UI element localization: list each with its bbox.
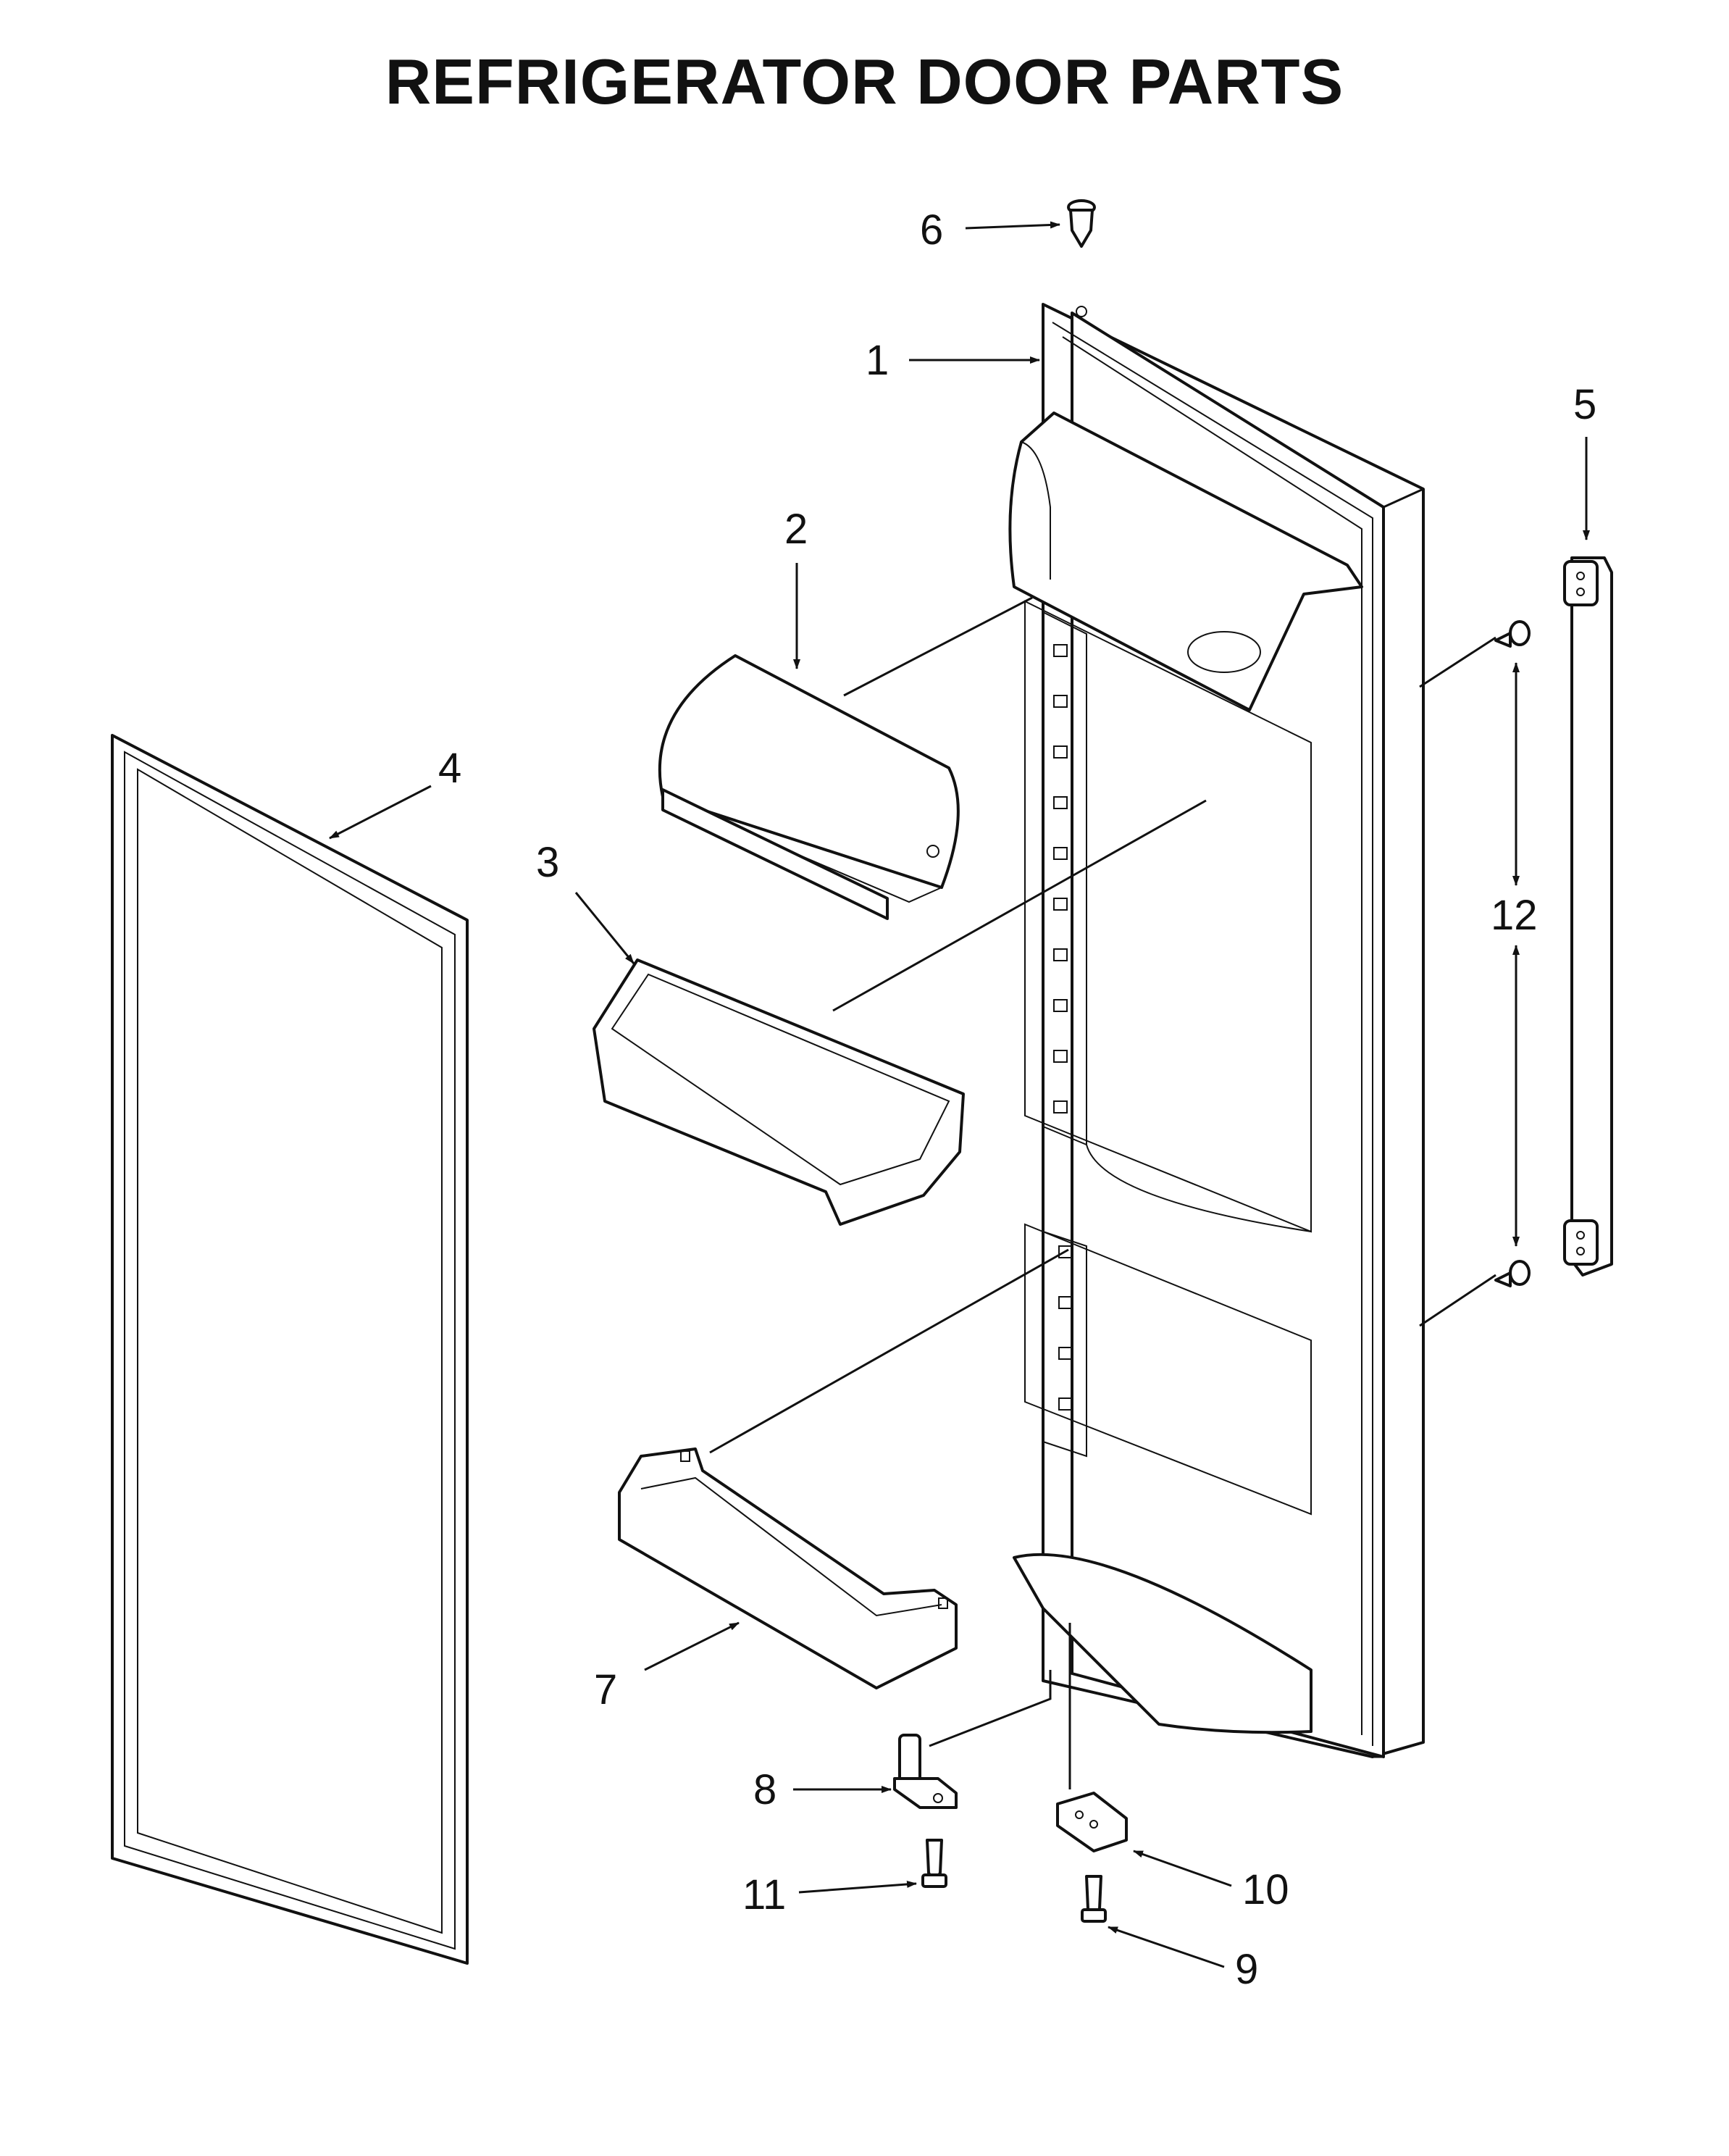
leader-arrows — [329, 221, 1590, 1968]
callout-7: 7 — [594, 1666, 617, 1713]
page-title: REFRIGERATOR DOOR PARTS — [385, 46, 1344, 117]
handle-screw-top — [1494, 620, 1531, 648]
door-handle-part — [1563, 556, 1613, 1277]
callout-11: 11 — [742, 1871, 786, 1918]
door-gasket-part — [111, 734, 469, 1965]
callout-12: 12 — [1491, 892, 1538, 939]
handle-screw-bottom — [1494, 1260, 1531, 1287]
callout-1: 1 — [866, 337, 889, 384]
door-plug-part — [1067, 199, 1096, 317]
door-assembly-part — [1008, 303, 1425, 1758]
lower-door-bin-part — [618, 1447, 958, 1689]
callout-5: 5 — [1573, 381, 1596, 428]
dairy-door-cover-part — [658, 654, 960, 920]
callout-4: 4 — [438, 745, 461, 792]
callout-labels: 1 2 3 4 5 6 7 8 9 10 11 12 — [438, 206, 1596, 1993]
callout-9: 9 — [1235, 1946, 1258, 1993]
callout-10: 10 — [1242, 1866, 1289, 1913]
bin-support-tabs — [1053, 644, 1073, 1411]
callout-2: 2 — [784, 506, 808, 553]
callout-6: 6 — [920, 206, 943, 254]
door-bin-part — [593, 958, 965, 1226]
exploded-view-connectors — [709, 596, 1496, 1789]
screw-part-9 — [1081, 1875, 1107, 1923]
hinge-pin-part — [893, 1734, 958, 1809]
callout-3: 3 — [536, 839, 559, 886]
screw-part-11 — [921, 1839, 947, 1888]
hinge-bracket-part — [1056, 1792, 1128, 1852]
callout-8: 8 — [753, 1766, 776, 1813]
